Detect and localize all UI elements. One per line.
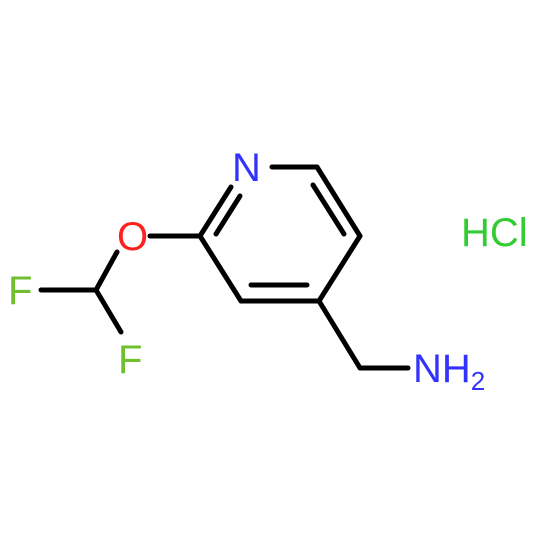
bond-chf2-f2 [93, 287, 124, 335]
amine-label-subscript: 2 [471, 366, 485, 396]
fluorine-label-1: F [8, 269, 32, 313]
substituent-bonds [38, 233, 411, 371]
pyridine-ring [197, 164, 363, 304]
bond-c5-c4 [316, 233, 363, 304]
bond-o-chf2 [93, 249, 120, 293]
oxygen-label: O [117, 215, 148, 259]
amine-label-main: NH [413, 347, 471, 391]
ring-nitrogen-label: N [232, 146, 261, 190]
bond-c4-ch2 [316, 298, 363, 371]
fluorine-label-2: F [118, 338, 142, 382]
amine-label: NH2 [413, 347, 485, 396]
bond-c6-c5-double [310, 182, 347, 237]
hcl-salt-label: HCl [461, 211, 528, 255]
bond-c6-c5 [314, 164, 363, 239]
bond-c2-n-double [213, 193, 243, 237]
bond-c3-c2 [197, 233, 244, 304]
bond-c2-n [197, 184, 234, 239]
